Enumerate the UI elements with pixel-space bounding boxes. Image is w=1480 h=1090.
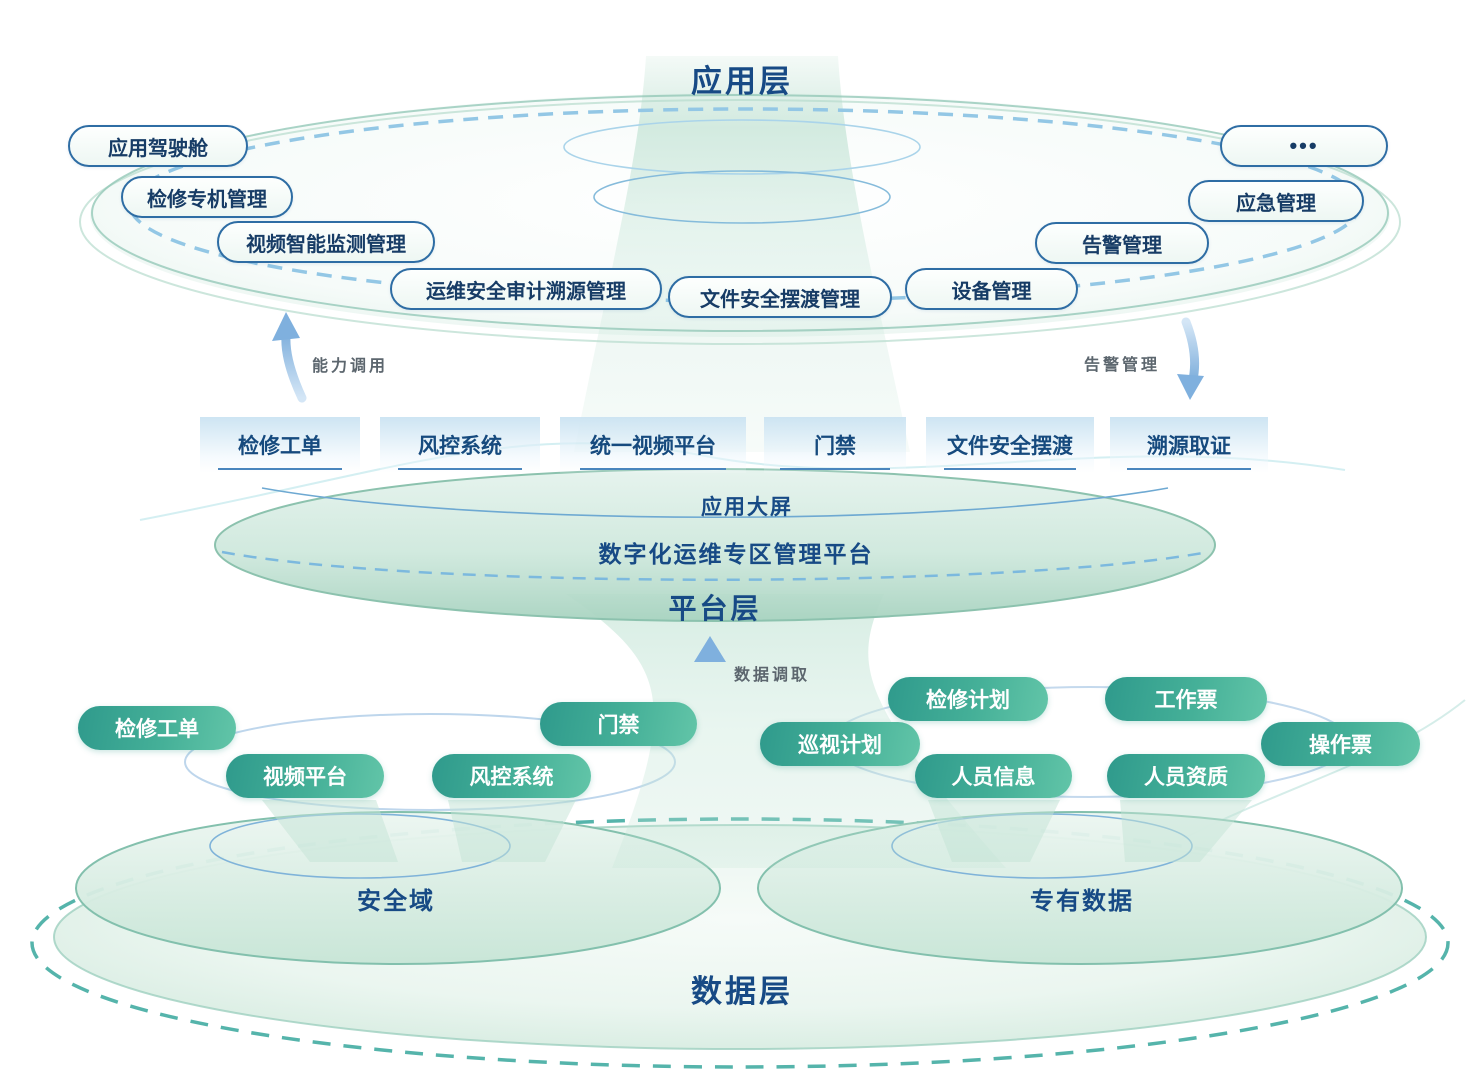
- platform-layer-title: 平台层: [668, 593, 762, 624]
- funnel-security-1: [262, 800, 398, 862]
- app-pill: 告警管理: [1035, 222, 1209, 264]
- capability-call-arrowhead: [272, 312, 300, 341]
- data-pill: 人员信息: [915, 754, 1072, 798]
- app-pill: 应急管理: [1188, 180, 1364, 222]
- app-center-ring-bottom: [593, 170, 891, 224]
- platform-tab: 风控系统: [380, 417, 540, 473]
- app-ellipse-rim-inner: [91, 94, 1389, 332]
- security-domain-ellipse: [75, 811, 721, 965]
- funnel-proprietary-2: [1120, 800, 1252, 862]
- platform-name-label: 数字化运维专区管理平台: [598, 541, 874, 567]
- app-ellipse-rim-outer: [79, 99, 1401, 345]
- app-layer-title: 应用层: [691, 64, 793, 99]
- app-pill-more: •••: [1220, 125, 1388, 167]
- data-retrieval-label: 数据调取: [734, 667, 811, 684]
- app-screen-label: 应用大屏: [701, 496, 793, 519]
- alarm-flow-arrowhead: [1177, 374, 1204, 400]
- app-center-ring-top: [563, 119, 921, 175]
- alarm-flow-arrow: [1181, 317, 1200, 389]
- app-layer-funnel: [574, 56, 910, 452]
- security-domain-label: 安全域: [357, 888, 435, 915]
- app-pill: 运维安全审计溯源管理: [390, 268, 662, 310]
- data-pill: 操作票: [1261, 722, 1420, 766]
- app-pill: 应用驾驶舱: [68, 125, 248, 167]
- platform-dashed-curve: [221, 550, 1209, 581]
- app-pill: 文件安全摆渡管理: [668, 276, 892, 318]
- data-pill: 门禁: [540, 702, 697, 746]
- capability-call-label: 能力调用: [312, 358, 389, 375]
- data-pill: 风控系统: [432, 754, 591, 798]
- alarm-flow-label: 告警管理: [1084, 357, 1161, 374]
- app-pill: 设备管理: [905, 268, 1078, 310]
- data-retrieval-arrowhead: [694, 636, 726, 662]
- app-pill: 视频智能监测管理: [217, 221, 435, 263]
- platform-tab: 溯源取证: [1110, 417, 1268, 473]
- platform-tab: 门禁: [764, 417, 906, 473]
- data-pill: 检修工单: [78, 706, 236, 750]
- app-pill: 检修专机管理: [121, 176, 293, 218]
- platform-tab: 文件安全摆渡: [926, 417, 1094, 473]
- proprietary-data-label: 专有数据: [1030, 888, 1134, 915]
- data-pill: 人员资质: [1107, 754, 1265, 798]
- platform-tab: 统一视频平台: [560, 417, 746, 473]
- data-layer-title: 数据层: [691, 974, 793, 1009]
- platform-tab: 检修工单: [200, 417, 360, 473]
- platform-screen-curve: [261, 487, 1169, 519]
- data-pill: 巡视计划: [760, 722, 920, 766]
- data-pill: 视频平台: [226, 754, 384, 798]
- funnel-security-2: [448, 800, 576, 862]
- data-pill: 工作票: [1105, 677, 1267, 721]
- data-pill: 检修计划: [888, 677, 1048, 721]
